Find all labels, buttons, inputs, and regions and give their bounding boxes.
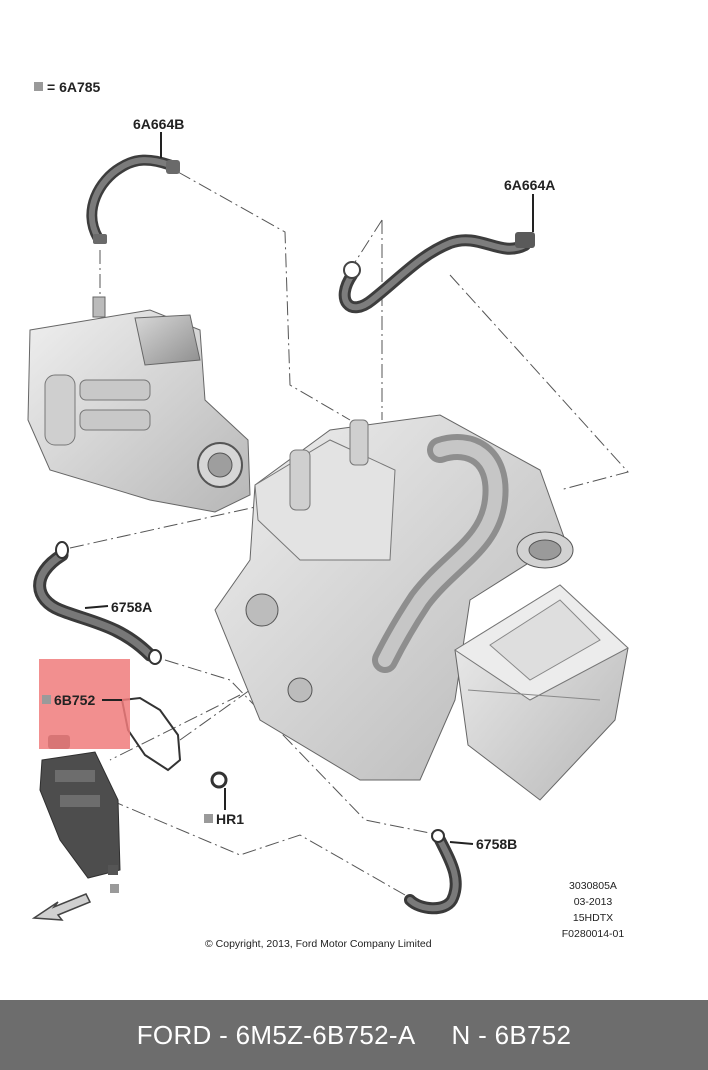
label-hr1-square [204,814,213,823]
drawing-info-line-3: 15HDTX [573,912,613,924]
separator-gasket [120,696,182,772]
engine-block [214,414,574,781]
label-6a664b: 6A664B [133,116,184,132]
drawing-info: 3030805A 03-2013 15HDTX F0280014-01 [562,880,625,940]
front-arrow-icon [31,893,92,921]
copyright-text: © Copyright, 2013, Ford Motor Company Li… [205,938,432,950]
grommet-hr1 [210,771,228,789]
separator-bottom-square [110,884,119,893]
parts-diagram: = 6A785 [27,79,629,950]
oil-separator [39,735,121,879]
drawing-info-line-4: F0280014-01 [562,928,625,940]
label-6b752-square [42,695,51,704]
intake-manifold [27,296,251,513]
legend: = 6A785 [34,79,101,95]
label-6a664a: 6A664A [504,177,555,193]
label-hr1: HR1 [216,811,244,827]
separator-highlight [39,659,130,749]
drawing-info-line-2: 03-2013 [574,896,613,908]
hose-6a664a [338,232,535,314]
legend-square [34,82,43,91]
air-box [454,584,629,801]
hose-6758b [404,829,462,915]
callout-leaders [84,132,534,845]
hose-6758a [33,541,162,665]
footer-brand-part: FORD - 6M5Z-6B752-A [136,1019,416,1050]
legend-text: = 6A785 [47,79,101,95]
label-6758a: 6758A [111,599,152,615]
label-6758b: 6758B [476,836,517,852]
label-6b752: 6B752 [54,692,95,708]
hose-6a664b [86,154,180,244]
footer-n-part: N - 6B752 [451,1019,572,1050]
part-number-footer: FORD - 6M5Z-6B752-A N - 6B752 [0,1000,708,1070]
drawing-info-line-1: 3030805A [569,880,617,892]
